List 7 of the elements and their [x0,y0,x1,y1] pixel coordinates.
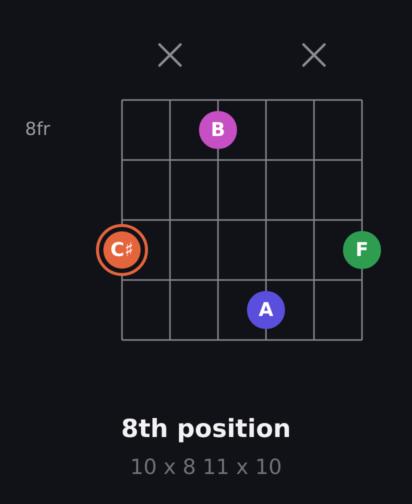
note-marker: A [247,291,285,329]
note-marker: F [343,231,381,269]
root-note-marker: C♯ [96,224,148,276]
chord-title: 8th position [121,413,291,445]
note-marker: B [199,111,237,149]
fret-number: 8fr [25,118,50,142]
fret-numbers: 10 x 8 11 x 10 [130,454,282,481]
